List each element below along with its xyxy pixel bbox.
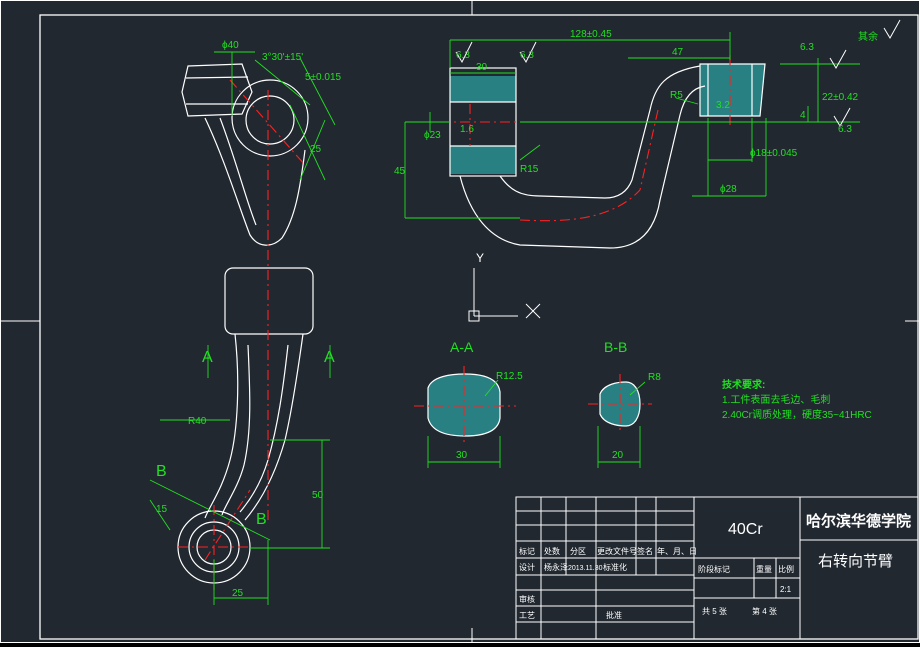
rough-6-3-c: 6.3 bbox=[800, 42, 814, 53]
rough-6-3-b: 6.3 bbox=[520, 50, 534, 61]
rough-6-3-d: 6.3 bbox=[838, 124, 852, 135]
label-a-right: A bbox=[324, 349, 335, 366]
title-block-grid bbox=[515, 496, 919, 640]
view-labels: A A B B A-A B-B Y bbox=[156, 251, 627, 528]
ucs-icon bbox=[468, 268, 541, 322]
section-aa-shape bbox=[427, 373, 501, 437]
rough-rest: 其余 bbox=[858, 30, 878, 43]
label-b-upper: B bbox=[156, 463, 167, 480]
approve-label: 批准 bbox=[606, 610, 622, 620]
scale-label: 比例 bbox=[778, 564, 794, 574]
left-view-centerlines bbox=[178, 79, 306, 590]
process-label: 工艺 bbox=[519, 611, 535, 620]
label-section-aa: A-A bbox=[450, 339, 474, 355]
notes-line2: 2.40Cr调质处理，硬度35~41HRC bbox=[722, 408, 872, 421]
dim-phi23: ϕ23 bbox=[424, 130, 441, 141]
label-section-bb: B-B bbox=[604, 339, 627, 355]
design-label: 设计 bbox=[519, 562, 535, 572]
dim-128: 128±0.45 bbox=[570, 29, 612, 40]
dim-4: 4 bbox=[800, 110, 806, 121]
right-view-hatch bbox=[450, 64, 765, 174]
dim-25b: 25 bbox=[232, 588, 244, 599]
dimension-texts: ϕ40 3°30'±15' 5±0.015 25 R40 15 50 25 12… bbox=[156, 29, 878, 599]
notes-line1: 1.工件表面去毛边、毛刺 bbox=[722, 393, 830, 406]
design-date: 2013.11.30 bbox=[568, 565, 603, 572]
section-dimlines bbox=[427, 379, 646, 468]
header-docno: 更改文件号 bbox=[597, 546, 637, 556]
title-block-texts: 40Cr 哈尔滨华德学院 右转向节臂 标记 处数 分区 更改文件号 签名 年、月… bbox=[519, 512, 911, 620]
right-view-dimlines bbox=[404, 32, 860, 219]
header-mark: 标记 bbox=[519, 546, 535, 556]
scale-value: 2:1 bbox=[780, 585, 792, 594]
dim-45: 45 bbox=[394, 166, 406, 177]
part-name-text: 右转向节臂 bbox=[818, 553, 893, 570]
roughness-symbols bbox=[455, 19, 901, 127]
header-sign: 签名 bbox=[637, 546, 653, 556]
dim-r5: R5 bbox=[670, 90, 683, 101]
rough-6-3-a: 6.3 bbox=[456, 50, 470, 61]
axis-y-label: Y bbox=[476, 251, 484, 265]
header-zone: 分区 bbox=[570, 547, 586, 556]
dim-30: 30 bbox=[476, 62, 488, 73]
review-label: 审核 bbox=[519, 594, 535, 604]
school-text: 哈尔滨华德学院 bbox=[806, 512, 911, 530]
right-view-outline bbox=[449, 63, 766, 249]
inner-border bbox=[39, 14, 919, 640]
dim-sec30: 30 bbox=[456, 450, 468, 461]
dim-phi28: ϕ28 bbox=[720, 184, 737, 195]
dim-25: 25 bbox=[310, 144, 322, 155]
dim-angle: 3°30'±15' bbox=[262, 52, 303, 63]
right-view-centerlines bbox=[440, 55, 731, 222]
label-b-lower: B bbox=[256, 511, 267, 528]
dim-r15: R15 bbox=[520, 164, 539, 175]
weight-label: 重量 bbox=[756, 564, 772, 574]
dim-5: 5±0.015 bbox=[305, 72, 342, 83]
technical-notes: 技术要求: 1.工件表面去毛边、毛刺 2.40Cr调质处理，硬度35~41HRC bbox=[722, 378, 872, 421]
material-text: 40Cr bbox=[728, 521, 763, 538]
header-date: 年、月、日 bbox=[657, 546, 697, 556]
dim-phi18: ϕ18±0.045 bbox=[750, 148, 798, 159]
dim-sec20: 20 bbox=[612, 450, 624, 461]
label-a-left: A bbox=[202, 349, 213, 366]
left-view-dimlines bbox=[149, 51, 336, 605]
sheet-number: 第 4 张 bbox=[752, 606, 777, 616]
dim-22: 22±0.42 bbox=[822, 92, 859, 103]
notes-title: 技术要求: bbox=[722, 378, 765, 391]
dim-47: 47 bbox=[672, 47, 684, 58]
dim-r8: R8 bbox=[648, 372, 661, 383]
designer-name: 杨永泽 bbox=[544, 562, 568, 572]
section-centerlines bbox=[414, 366, 652, 446]
rough-1-6: 1.6 bbox=[460, 124, 474, 135]
dim-r40: R40 bbox=[188, 416, 207, 427]
dim-phi40: ϕ40 bbox=[222, 40, 239, 51]
rough-3-2: 3.2 bbox=[716, 100, 730, 111]
dim-r12-5: R12.5 bbox=[496, 371, 523, 382]
sheet-total: 共 5 张 bbox=[702, 607, 727, 616]
stage-label: 阶段标记 bbox=[698, 564, 730, 574]
dim-15: 15 bbox=[156, 504, 168, 515]
left-view-outline bbox=[177, 63, 314, 584]
standard-label: 标准化 bbox=[603, 562, 627, 572]
dim-50: 50 bbox=[312, 490, 324, 501]
header-count: 处数 bbox=[544, 546, 560, 556]
